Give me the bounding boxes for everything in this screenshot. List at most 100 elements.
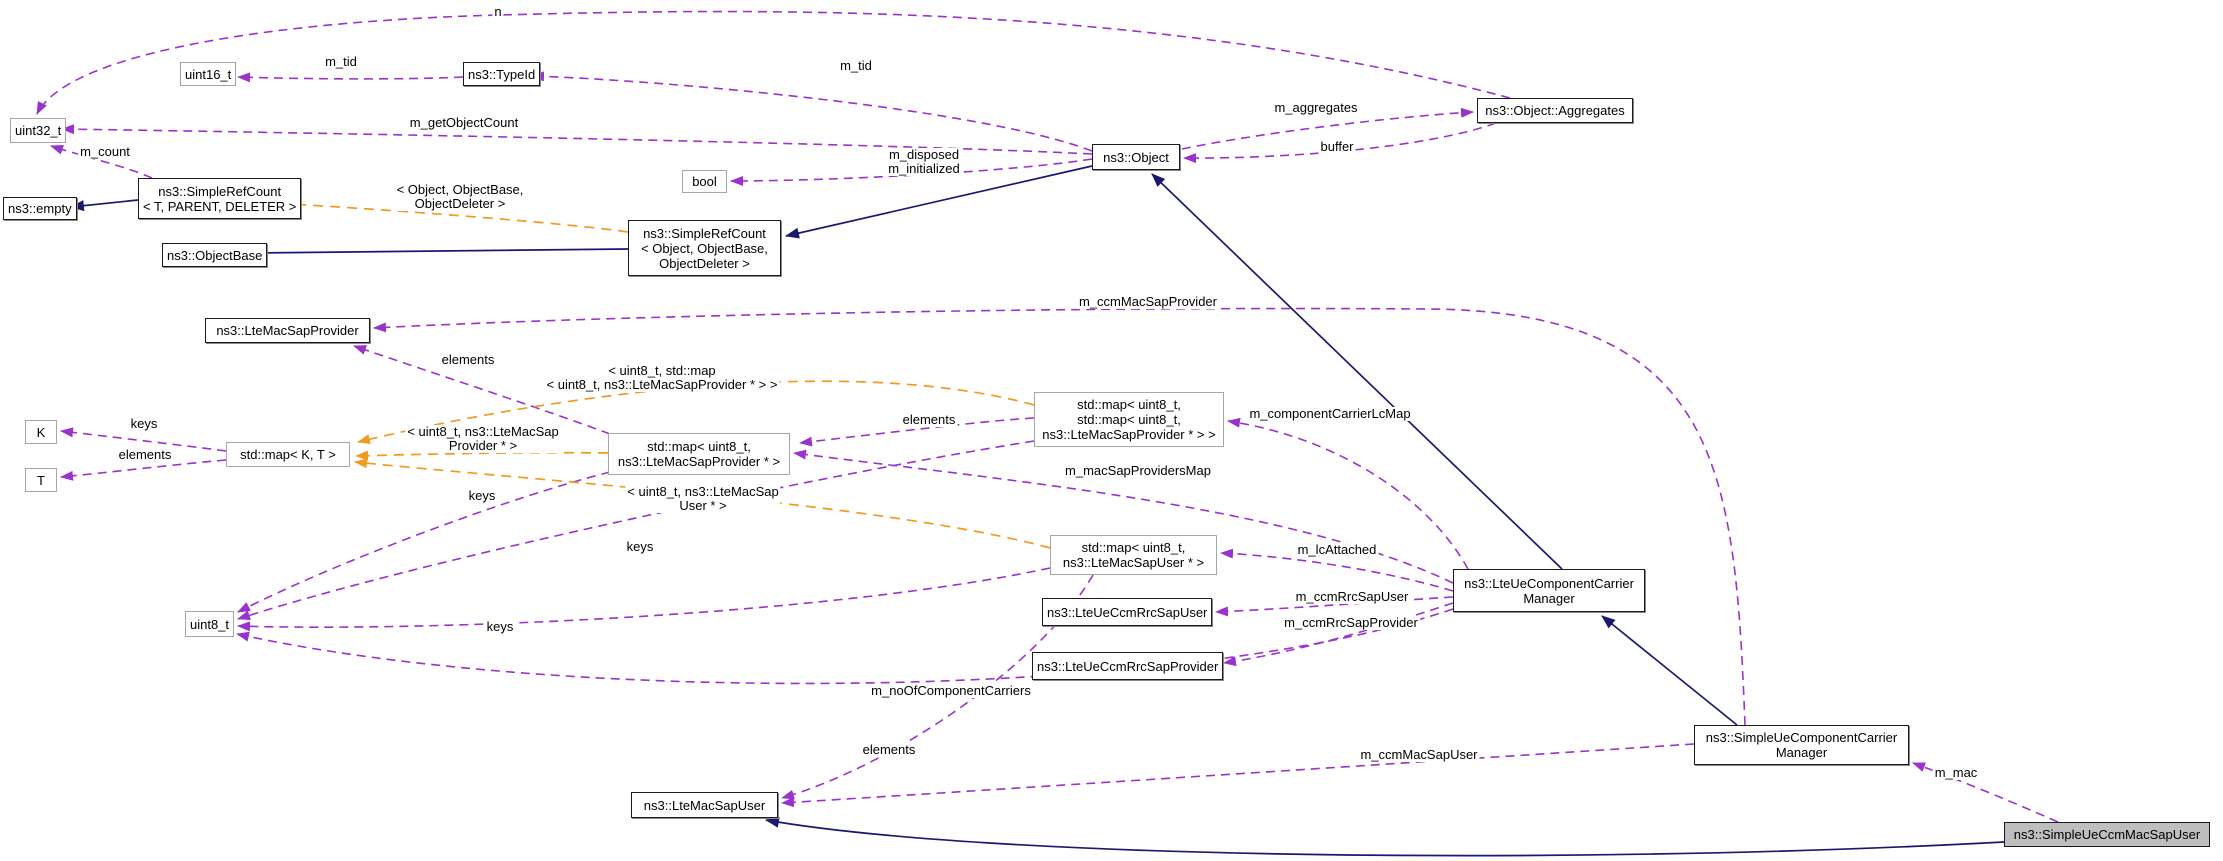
class-box-label: < T, PARENT, DELETER > — [143, 198, 297, 214]
edge-label-m_componentCarrierLcMap: m_componentCarrierLcMap — [1247, 406, 1413, 421]
edge-inh_ueccm_object — [1151, 173, 1563, 570]
edge-m_ccmMacSapProvider — [373, 307, 1746, 726]
class-box-typeid[interactable]: ns3::TypeId — [463, 62, 541, 86]
edge-label-elements_provider: elements — [439, 352, 497, 367]
edge-tmpl_inner — [355, 450, 609, 461]
class-box-label: ns3::LteUeComponentCarrier — [1464, 575, 1634, 591]
edge-label-keys_user: keys — [484, 619, 516, 634]
class-box-label: ns3::LteMacSapUser — [643, 797, 766, 813]
class-box-label: std::map< uint8_t, — [1077, 412, 1181, 427]
edge-m_getObjectCount — [61, 124, 1093, 155]
class-box-innermap: std::map< uint8_t,ns3::LteMacSapProvider… — [608, 433, 790, 475]
class-box-usermap: std::map< uint8_t,ns3::LteMacSapUser * > — [1050, 535, 1217, 575]
edge-label-n: n — [492, 4, 504, 19]
edge-m_tid2 — [531, 71, 1093, 152]
class-box-label: uint16_t — [185, 66, 232, 82]
edge-label-m_noOfComponentCarriers: m_noOfComponentCarriers — [869, 683, 1033, 698]
class-box-k: K — [25, 420, 57, 444]
edge-label-elements_user: elements — [860, 742, 918, 757]
edge-keys_inner — [237, 471, 611, 613]
edge-inh_src_empty — [70, 199, 139, 212]
edge-inh_object_srcobj — [785, 165, 1093, 239]
edge-m_lcAttached — [1220, 548, 1454, 592]
class-box-label: Manager — [1775, 745, 1828, 760]
class-box-label: uint8_t — [190, 616, 230, 632]
edge-keys_outer — [237, 440, 1035, 621]
edge-m_aggregates — [1181, 107, 1474, 150]
class-box-label: std::map< K, T > — [240, 447, 336, 462]
class-box-label: ns3::LteMacSapUser * > — [1062, 555, 1205, 570]
class-box-empty[interactable]: ns3::empty — [3, 197, 77, 220]
edge-label-elements_kt: elements — [116, 447, 174, 462]
class-box-label: bool — [692, 174, 717, 189]
class-box-rrcsapprovider[interactable]: ns3::LteUeCcmRrcSapProvider — [1032, 652, 1224, 680]
class-box-label: T — [37, 472, 45, 488]
class-box-label: ns3::SimpleRefCount — [158, 183, 282, 199]
class-box-ltemacsapprovider[interactable]: ns3::LteMacSapProvider — [205, 318, 370, 343]
edge-inh_srcobj_objectbase — [251, 247, 629, 259]
edge-inh_focus_ltemacsapuser — [765, 816, 2005, 857]
class-box-label: ns3::TypeId — [468, 66, 536, 82]
edge-label-m_ccmRrcSapUser: m_ccmRrcSapUser — [1293, 589, 1411, 604]
class-box-label: ObjectDeleter > — [659, 255, 750, 271]
class-box-object[interactable]: ns3::Object — [1092, 144, 1180, 170]
edge-elements_kt — [60, 459, 227, 481]
edge-keys_user — [237, 567, 1051, 632]
class-box-label: < Object, ObjectBase, — [641, 240, 768, 256]
edge-label-m_getObjectCount: m_getObjectCount — [407, 115, 521, 130]
class-box-uint8: uint8_t — [185, 611, 235, 637]
edge-label-m_aggregates: m_aggregates — [1272, 100, 1360, 115]
class-box-label: Manager — [1523, 590, 1575, 606]
edge-tmpl_src — [271, 198, 629, 233]
edge-label-elements_outer: elements — [900, 412, 958, 427]
class-box-label: ns3::SimpleRefCount — [643, 225, 766, 241]
class-box-label: ns3::SimpleUeCcmMacSapUser — [2013, 827, 2201, 842]
edge-label-m_tid2: m_tid — [838, 58, 874, 73]
class-box-aggregates[interactable]: ns3::Object::Aggregates — [1477, 98, 1633, 123]
class-box-label: uint32_t — [15, 123, 62, 138]
edge-n — [36, 10, 1511, 115]
class-box-uint32: uint32_t — [10, 118, 67, 143]
class-box-bool: bool — [682, 170, 727, 193]
edge-label-m_ccmMacSapProvider: m_ccmMacSapProvider — [1077, 294, 1219, 309]
class-box-label: std::map< uint8_t, — [647, 439, 751, 454]
class-box-label: ns3::empty — [8, 201, 72, 216]
class-box-uint16: uint16_t — [180, 62, 237, 86]
edge-elements_provider — [353, 345, 611, 435]
edge-label-m_tid1: m_tid — [323, 54, 359, 69]
edge-label-m_count: m_count — [78, 144, 132, 159]
class-box-label: K — [36, 424, 46, 440]
focus-class-box-focus: ns3::SimpleUeCcmMacSapUser — [2004, 822, 2210, 847]
edge-label-keys_outer: keys — [624, 539, 656, 554]
edge-label-m_ccmMacSapUser: m_ccmMacSapUser — [1358, 747, 1480, 762]
edge-m_ccmRrcSapUser — [1215, 596, 1454, 617]
edge-m_disposed — [730, 158, 1093, 186]
class-box-label: ns3::LteUeCcmRrcSapUser — [1047, 604, 1208, 620]
class-box-rrcsapuser[interactable]: ns3::LteUeCcmRrcSapUser — [1042, 598, 1213, 626]
edge-m_noOfComponentCarriers — [236, 608, 1454, 685]
edge-m_count — [50, 145, 153, 179]
class-box-objectbase[interactable]: ns3::ObjectBase — [162, 243, 268, 267]
class-box-label: ns3::LteMacSapProvider * > > — [1042, 427, 1216, 442]
class-box-label: ns3::Object — [1103, 149, 1169, 165]
class-box-outermap: std::map< uint8_t,std::map< uint8_t,ns3:… — [1034, 392, 1224, 447]
edge-m_tid1 — [237, 72, 464, 83]
edge-inh_simple_ueccm — [1601, 615, 1738, 726]
class-box-src_t[interactable]: ns3::SimpleRefCount< T, PARENT, DELETER … — [138, 178, 302, 219]
edge-label-keys_kt: keys — [128, 416, 160, 431]
class-box-src_obj[interactable]: ns3::SimpleRefCount< Object, ObjectBase,… — [628, 220, 781, 276]
class-box-ltemacsapuser[interactable]: ns3::LteMacSapUser — [631, 792, 778, 818]
class-box-label: ns3::Object::Aggregates — [1485, 103, 1625, 118]
edge-elements_outer — [799, 417, 1035, 447]
class-box-label: std::map< uint8_t, — [1081, 540, 1186, 555]
class-box-label: ns3::ObjectBase — [167, 247, 263, 263]
edge-label-m_ccmRrcSapProvider: m_ccmRrcSapProvider — [1282, 615, 1420, 630]
edge-m_componentCarrierLcMap — [1227, 417, 1469, 570]
